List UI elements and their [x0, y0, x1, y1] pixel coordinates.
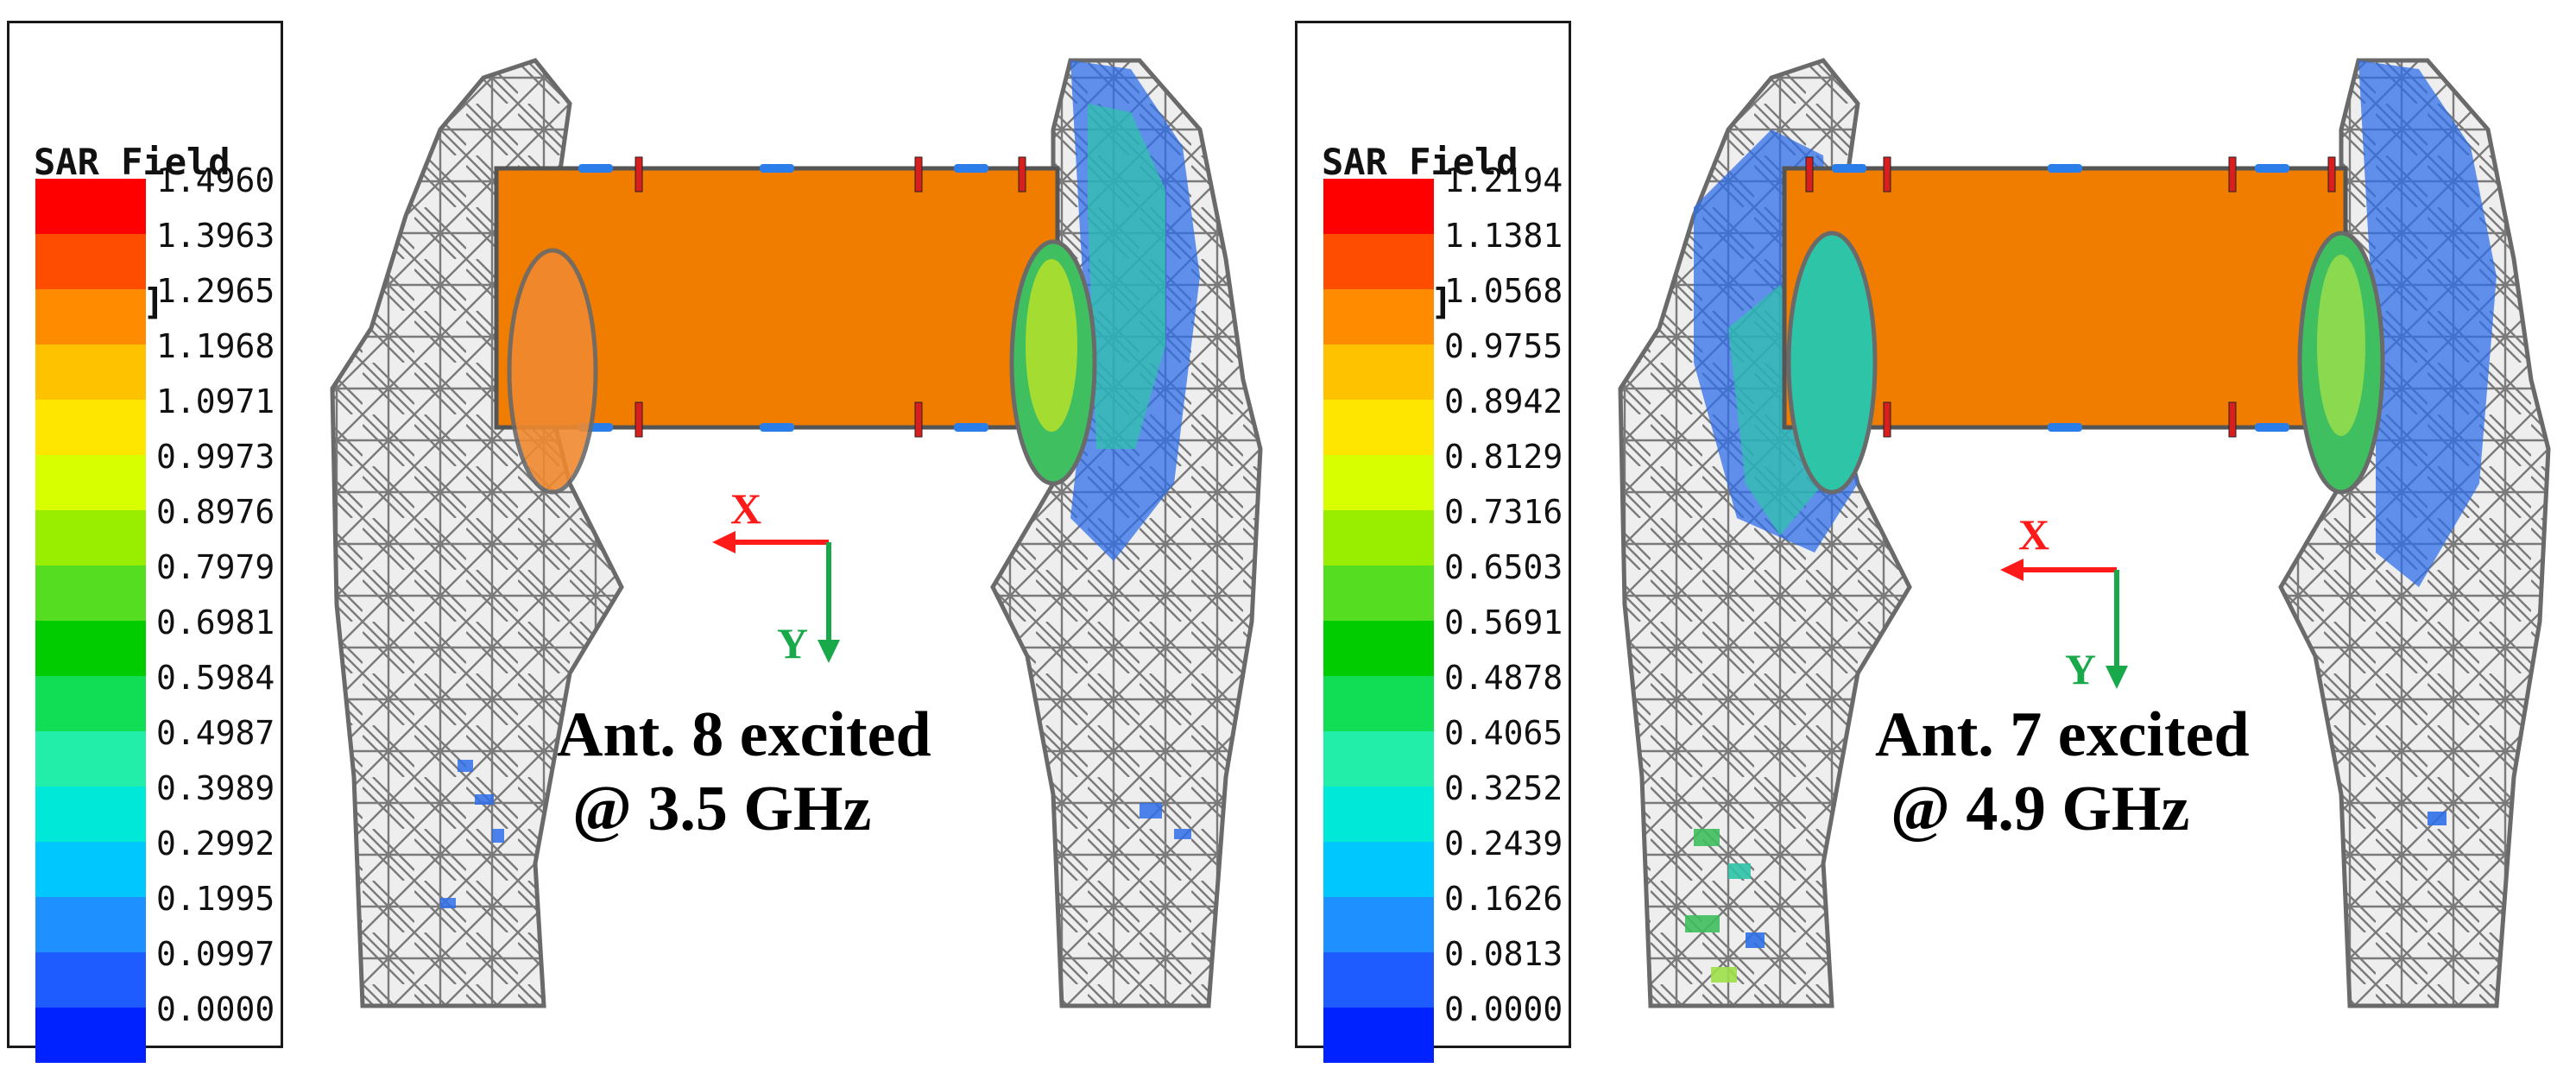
scale-tick: 0.5691	[1444, 604, 1563, 641]
legend-title-line1: SAR Field	[34, 141, 230, 183]
scale-swatch	[1323, 400, 1434, 455]
hands-mesh-illustration	[1618, 58, 2551, 1008]
antenna-feeds	[578, 164, 988, 432]
sar-legend: SAR Field [W/kg] 1.4960 1.3963 1.2965 1.…	[7, 21, 283, 1063]
hand-phone-scene: X Y	[311, 0, 1288, 1068]
scale-swatch	[1323, 731, 1434, 787]
sar-panel-ant8: SAR Field [W/kg] 1.4960 1.3963 1.2965 1.…	[7, 0, 1288, 1068]
x-axis-label: X	[730, 484, 762, 533]
caption-line1: Ant. 7 excited	[1875, 699, 2250, 770]
scale-swatch	[35, 1008, 146, 1063]
scale-tick: 0.6503	[1444, 548, 1563, 586]
scale-swatch	[35, 289, 146, 344]
scale-tick: 0.8976	[156, 493, 275, 531]
scale-swatch	[1323, 787, 1434, 842]
scale-swatch	[35, 234, 146, 289]
scale-tick: 1.3963	[156, 217, 275, 255]
scale-tick: 0.0813	[1444, 935, 1563, 973]
scale-tick: 0.6981	[156, 604, 275, 641]
scale-tick: 1.2194	[1444, 161, 1563, 199]
scale-tick: 1.0971	[156, 382, 275, 420]
scale-swatch	[35, 179, 146, 234]
color-scale-swatches	[35, 179, 146, 1063]
scale-tick: 1.0568	[1444, 272, 1563, 310]
scale-swatch	[1323, 897, 1434, 952]
scale-tick: 1.1381	[1444, 217, 1563, 255]
left-thumb	[507, 248, 598, 495]
axes-indicator	[712, 531, 840, 663]
scale-swatch	[35, 952, 146, 1008]
color-scale-ticks: 1.4960 1.3963 1.2965 1.1968 1.0971 0.997…	[156, 161, 277, 1046]
scale-swatch	[1323, 344, 1434, 400]
scale-swatch	[1323, 676, 1434, 731]
scale-swatch	[1323, 510, 1434, 566]
scale-tick: 0.0000	[1444, 990, 1563, 1028]
left-thumb-hotspot	[1786, 231, 1878, 495]
scale-tick: 0.5984	[156, 659, 275, 697]
sar-panel-ant7: SAR Field [W/kg] 1.2194 1.1381 1.0568 0.…	[1288, 0, 2576, 1068]
scale-swatch	[1323, 952, 1434, 1008]
scale-swatch	[35, 897, 146, 952]
scale-tick: 1.2965	[156, 272, 275, 310]
caption: Ant. 8 excited @ 3.5 GHz	[557, 698, 931, 846]
caption: Ant. 7 excited @ 4.9 GHz	[1875, 698, 2250, 846]
scale-tick: 0.4065	[1444, 714, 1563, 752]
scale-tick: 0.0997	[156, 935, 275, 973]
scale-swatch	[35, 455, 146, 510]
scale-swatch	[35, 344, 146, 400]
scale-swatch	[35, 621, 146, 676]
scale-tick: 1.1968	[156, 327, 275, 365]
scale-tick: 0.7316	[1444, 493, 1563, 531]
scale-swatch	[35, 676, 146, 731]
y-axis-label: Y	[777, 619, 809, 667]
sar-legend: SAR Field [W/kg] 1.2194 1.1381 1.0568 0.…	[1295, 21, 1571, 1063]
sar-hotspot-right	[2358, 60, 2497, 587]
caption-line2: @ 3.5 GHz	[572, 774, 872, 844]
scale-swatch	[35, 510, 146, 566]
hands-mesh-illustration	[330, 58, 1263, 1008]
color-scale-swatches	[1323, 179, 1434, 1063]
scale-tick: 0.9755	[1444, 327, 1563, 365]
color-scale-ticks: 1.2194 1.1381 1.0568 0.9755 0.8942 0.812…	[1444, 161, 1565, 1046]
scale-swatch	[35, 731, 146, 787]
scale-swatch	[35, 566, 146, 621]
x-axis-label: X	[2018, 510, 2050, 559]
phone-board	[1782, 166, 2348, 430]
legend-title-line1: SAR Field	[1322, 141, 1518, 183]
scale-swatch	[1323, 842, 1434, 897]
y-axis-label: Y	[2065, 645, 2097, 693]
scale-swatch	[1323, 179, 1434, 234]
scale-tick: 0.9973	[156, 438, 275, 476]
scale-swatch	[1323, 1008, 1434, 1063]
scale-swatch	[1323, 455, 1434, 510]
sar-speckles	[440, 760, 1191, 908]
scale-tick: 0.4987	[156, 714, 275, 752]
scale-tick: 0.2439	[1444, 825, 1563, 863]
scale-swatch	[1323, 621, 1434, 676]
axes-indicator	[2000, 559, 2128, 689]
scale-swatch	[1323, 289, 1434, 344]
caption-line1: Ant. 8 excited	[557, 699, 931, 770]
scale-swatch	[1323, 234, 1434, 289]
scale-tick: 0.2992	[156, 825, 275, 863]
scale-tick: 0.1626	[1444, 880, 1563, 918]
caption-line2: @ 4.9 GHz	[1891, 774, 2190, 844]
scale-swatch	[1323, 566, 1434, 621]
hand-phone-scene: X Y	[1599, 0, 2576, 1068]
scale-swatch	[35, 787, 146, 842]
scale-swatch	[35, 400, 146, 455]
scale-swatch	[35, 842, 146, 897]
scale-tick: 0.1995	[156, 880, 275, 918]
sar-speckles	[1685, 812, 2447, 983]
scale-tick: 0.3989	[156, 769, 275, 807]
left-hand-mesh	[330, 58, 624, 1008]
scale-tick: 0.8129	[1444, 438, 1563, 476]
scale-tick: 1.4960	[156, 161, 275, 199]
scale-tick: 0.3252	[1444, 769, 1563, 807]
scale-tick: 0.0000	[156, 990, 275, 1028]
scale-tick: 0.4878	[1444, 659, 1563, 697]
left-hand-mesh	[1618, 58, 1912, 1008]
scale-tick: 0.7979	[156, 548, 275, 586]
scale-tick: 0.8942	[1444, 382, 1563, 420]
